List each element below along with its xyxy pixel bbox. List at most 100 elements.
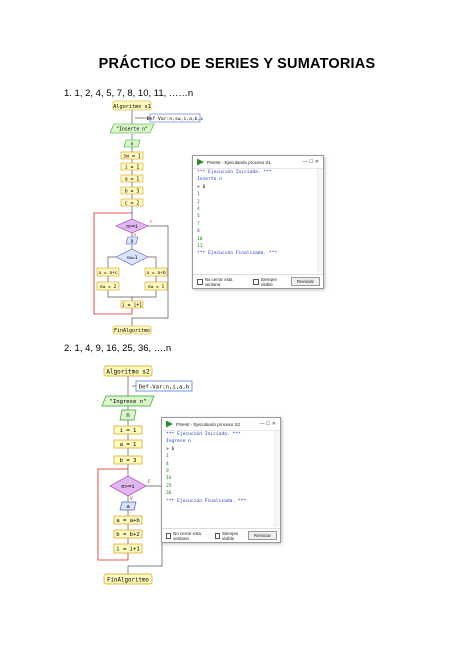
- flow1-prompt-node: [109, 123, 155, 134]
- checkbox-icon[interactable]: [215, 532, 221, 539]
- flow2-increment-label: i = i+1: [116, 547, 140, 553]
- flow1-condition: [115, 218, 149, 234]
- flow2-true-mark: V: [130, 496, 133, 502]
- console-line: 1: [166, 454, 169, 460]
- console-line: 4: [166, 461, 169, 467]
- flow2-assign-b: [113, 455, 143, 465]
- flowchart-s2-loop-back: [97, 468, 129, 561]
- window-controls-icon[interactable]: — ☐ ✕: [259, 421, 276, 427]
- flow1-def-label: Def-Var:n,sw,i,a,b,c: [147, 116, 204, 122]
- flow1-read-label: n: [130, 141, 133, 147]
- flow2-end-label: FinAlgoritmo: [107, 578, 149, 584]
- console-line: 5: [197, 214, 200, 220]
- flow1-assign-b: [120, 186, 144, 195]
- restart-button[interactable]: Reiniciar: [290, 277, 320, 286]
- flow2-prompt-node: [101, 395, 155, 407]
- pseint-logo-icon: [166, 420, 173, 428]
- console-line: Inserte n: [197, 177, 222, 183]
- flow2-false-mark: F: [148, 479, 151, 485]
- flow1-left-assign-sw: [96, 281, 120, 291]
- flow2-prompt-label: "Ingrese n": [109, 399, 146, 405]
- flow2-assign-b-label: b = 3: [120, 458, 137, 464]
- console1-titlebar[interactable]: PSeInt - Ejecutando proceso S1 — ☐ ✕: [193, 156, 323, 169]
- console2-title: PSeInt - Ejecutando proceso S2: [176, 421, 241, 427]
- flow1-left-assign-sw-label: sw = 2: [100, 284, 117, 290]
- console2-scrollbar[interactable]: [274, 431, 280, 527]
- console-line: 36: [166, 491, 172, 497]
- flow1-switch-label: sw=1: [126, 255, 137, 261]
- pseint-logo-icon: [197, 158, 204, 166]
- console-window-s1: PSeInt - Ejecutando proceso S1 — ☐ ✕ ***…: [192, 155, 324, 289]
- no-close-option[interactable]: No cerrar esta ventana: [162, 531, 208, 541]
- flow1-start-label: Algoritmo s1: [113, 104, 150, 110]
- no-close-option[interactable]: No cerrar esta ventana: [193, 277, 246, 287]
- console-line: Ingrese n: [166, 439, 191, 445]
- flow1-true-mark: V: [134, 232, 137, 237]
- restart-button[interactable]: Reiniciar: [247, 531, 277, 540]
- checkbox-icon[interactable]: [166, 532, 172, 539]
- flow2-assign-a: [113, 439, 143, 449]
- flow1-assign-i-label: i = 1: [125, 164, 140, 170]
- always-visible-label: Siempre visible: [222, 530, 239, 541]
- console1-title: PSeInt - Ejecutando proceso S1: [207, 159, 272, 165]
- console-line: 10: [197, 236, 203, 242]
- console-line: 9: [166, 469, 169, 475]
- flow2-increment: [113, 543, 143, 554]
- console1-scrollbar[interactable]: [317, 169, 323, 273]
- flow1-increment-label: i = i+1: [122, 302, 142, 308]
- console-line: 8: [197, 229, 200, 235]
- console1-footer: No cerrar esta ventana Siempre visible R…: [193, 274, 323, 288]
- console-line: > 6: [197, 184, 206, 190]
- flow2-assign-i: [113, 425, 143, 435]
- flow1-right-assign-sw-label: sw = 1: [148, 284, 165, 290]
- exercise-2-label: 2. 1, 4, 9, 16, 25, 36, ….n: [64, 343, 172, 354]
- flow1-def-node: [149, 113, 201, 123]
- checkbox-icon[interactable]: [197, 278, 203, 285]
- flow1-condition-label: n>=i: [126, 224, 138, 230]
- checkbox-icon[interactable]: [252, 278, 259, 285]
- flow1-right-assign-a-label: a = a+b: [146, 270, 166, 276]
- console-line: 7: [197, 221, 200, 227]
- console2-footer: No cerrar esta ventana Siempre visible R…: [162, 528, 280, 542]
- flow2-condition-label: n>=i: [121, 484, 134, 490]
- console-line: *** Ejecución Iniciada. ***: [197, 170, 272, 175]
- always-visible-option[interactable]: Siempre visible: [249, 277, 288, 287]
- flow1-output-label: a: [131, 239, 134, 244]
- flow1-output-node: [125, 236, 139, 245]
- flow1-read-node: [123, 139, 141, 148]
- flow2-start-node: [103, 365, 153, 377]
- console-window-s2: PSeInt - Ejecutando proceso S2 — ☐ ✕ ***…: [161, 417, 281, 543]
- flow1-assign-b-label: b = 3: [125, 188, 140, 194]
- flow1-end-node: [112, 325, 152, 335]
- flow1-prompt-label: "Inserte n": [116, 127, 148, 133]
- console2-titlebar[interactable]: PSeInt - Ejecutando proceso S2 — ☐ ✕: [162, 418, 280, 431]
- console-line: 1: [197, 192, 200, 198]
- console-line: 2: [197, 199, 200, 205]
- flowchart-s1-loop-back: [93, 212, 133, 315]
- console1-output: *** Ejecución Iniciada. *** Inserte n> 6 1…: [193, 169, 317, 258]
- console-line: 16: [166, 476, 172, 482]
- flow2-read-label: n: [126, 413, 130, 419]
- console-line: > 6: [166, 446, 175, 452]
- flow1-end-label: FinAlgoritmo: [114, 328, 150, 334]
- flow1-assign-a: [120, 174, 144, 183]
- exercise-1-label: 1. 1, 2, 4, 5, 7, 8, 10, 11, ……n: [64, 88, 194, 99]
- flow1-assign-sw: [120, 151, 144, 160]
- flow1-assign-i: [120, 162, 144, 171]
- flowchart-s1-connectors: [107, 110, 169, 326]
- window-controls-icon[interactable]: — ☐ ✕: [302, 159, 319, 165]
- flow1-left-assign-a-label: a = a+c: [98, 271, 118, 276]
- console-line: 4: [197, 207, 200, 213]
- flow2-read-node: [119, 409, 137, 421]
- flow1-switch: [115, 248, 149, 266]
- flow1-assign-sw-label: sw = 1: [123, 153, 140, 159]
- console-line: 25: [166, 483, 172, 489]
- always-visible-option[interactable]: Siempre visible: [211, 531, 245, 541]
- flow2-assign-i-label: i = 1: [120, 428, 137, 434]
- flow1-left-assign-a: [96, 267, 120, 277]
- flow1-assign-c: [120, 198, 144, 207]
- flow2-assign-step-label: b = b+2: [116, 532, 140, 538]
- flow2-condition: [109, 475, 147, 497]
